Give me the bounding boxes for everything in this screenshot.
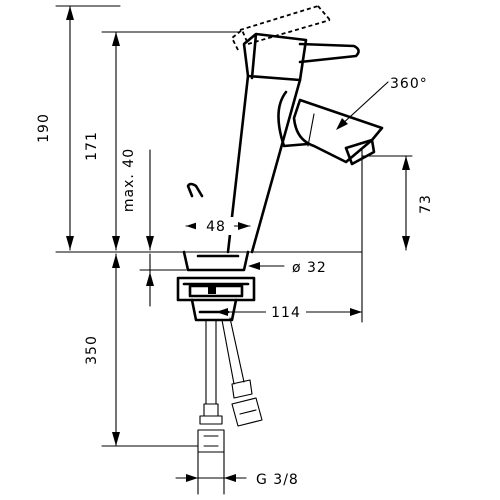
lever-handle bbox=[298, 42, 360, 64]
label-350: 350 bbox=[84, 335, 100, 365]
mounting-nut bbox=[176, 276, 256, 302]
label-g-3-8: G 3/8 bbox=[256, 472, 299, 488]
spout-aerator bbox=[344, 138, 376, 166]
label-190: 190 bbox=[36, 113, 52, 143]
label-73: 73 bbox=[418, 194, 434, 214]
spout bbox=[277, 90, 384, 164]
label-114: 114 bbox=[271, 305, 301, 321]
label-48-bg bbox=[196, 217, 234, 235]
faucet-outline bbox=[55, 5, 384, 453]
label-diameter-32: ø 32 bbox=[292, 260, 327, 276]
cartridge-head bbox=[242, 32, 308, 82]
spout-detail bbox=[307, 113, 315, 147]
label-171: 171 bbox=[84, 131, 100, 161]
nut-bolt bbox=[208, 286, 216, 294]
label-114-bg bbox=[266, 303, 306, 321]
label-48: 48 bbox=[206, 219, 226, 235]
supply-hose-right bbox=[221, 317, 245, 385]
threaded-shank bbox=[190, 298, 238, 322]
label-360: 360° bbox=[390, 76, 428, 92]
hose-fitting-left bbox=[197, 403, 225, 453]
popup-rod bbox=[186, 182, 204, 198]
hose-fitting-right bbox=[231, 379, 263, 427]
dimension-labels: 190 171 max. 40 350 73 48 360° ø 32 114 … bbox=[36, 76, 434, 488]
dimension-lines bbox=[55, 5, 413, 495]
base-collar bbox=[182, 250, 250, 272]
supply-hose-left bbox=[205, 319, 217, 405]
label-max-40: max. 40 bbox=[121, 148, 137, 212]
